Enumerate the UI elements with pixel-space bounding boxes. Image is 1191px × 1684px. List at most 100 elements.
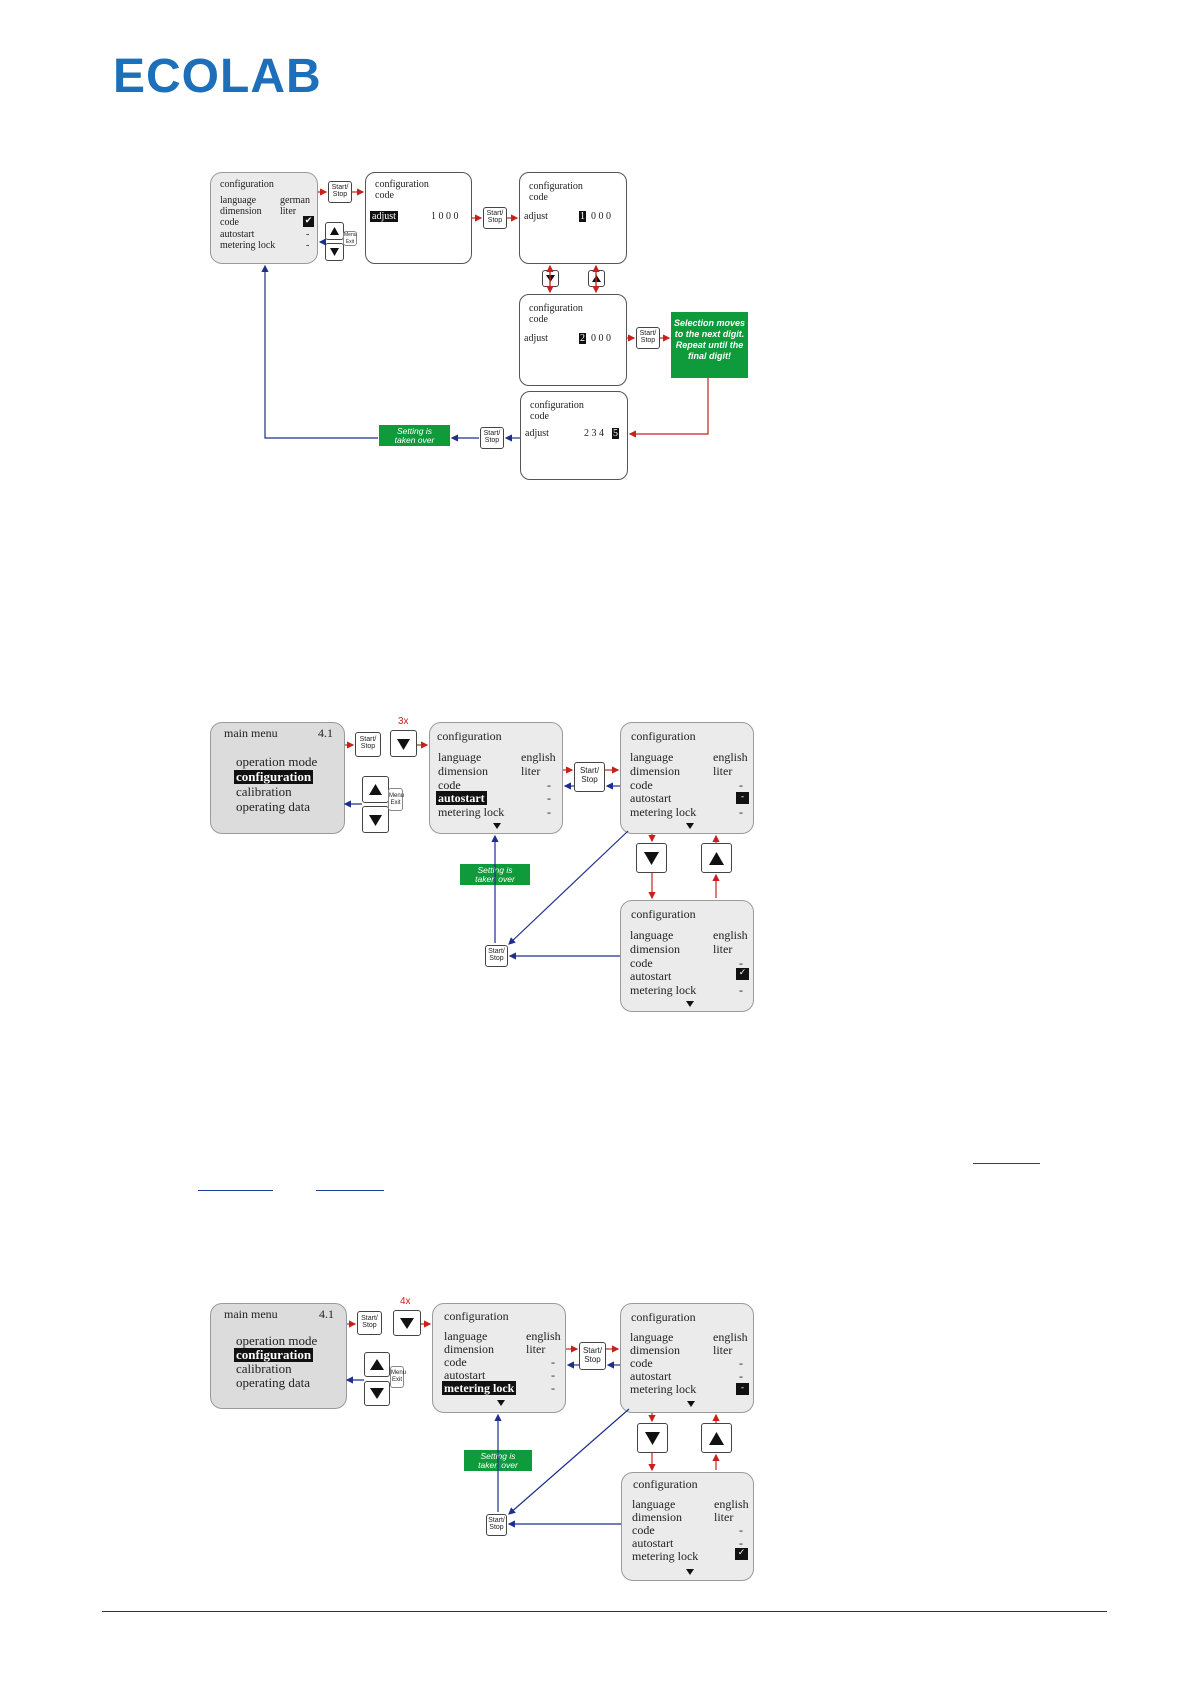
row-label: code	[632, 1523, 655, 1537]
up-arrow-button[interactable]	[325, 222, 344, 240]
row-label: metering lock	[438, 805, 505, 819]
up-arrow-button[interactable]	[364, 1352, 390, 1377]
up-arrow-icon	[709, 1432, 724, 1445]
down-arrow-button[interactable]	[325, 243, 344, 261]
menu-exit-button[interactable]: Menu Exit	[343, 231, 357, 246]
down-arrow-button[interactable]	[364, 1381, 390, 1406]
screen-title: configuration	[631, 907, 696, 921]
row-label: metering lock	[220, 240, 276, 251]
menu-item: calibration	[236, 784, 292, 799]
start-stop-button[interactable]: Start/ Stop	[579, 1342, 606, 1370]
adjust-label: adjust	[524, 333, 548, 344]
lcd-config-screen: configuration language german dimension …	[210, 172, 318, 264]
row-label: dimension	[630, 942, 680, 956]
menu-item: calibration	[236, 1361, 292, 1376]
row-label: autostart	[630, 791, 672, 805]
row-label: language	[438, 750, 482, 764]
menu-exit-button[interactable]: Menu Exit	[390, 1366, 406, 1388]
down-arrow-button[interactable]	[636, 843, 667, 873]
lcd-code-screen: configuration code adjust 2 3 4 5	[520, 391, 628, 480]
hyperlink-underline[interactable]	[316, 1190, 384, 1191]
start-stop-button[interactable]: Start/ Stop	[486, 1514, 507, 1536]
screen-title: configuration	[631, 1310, 696, 1324]
row-value: -	[547, 778, 551, 792]
row-value: -	[739, 778, 743, 792]
row-value: liter	[713, 942, 733, 956]
code-digits: 2 3 4	[584, 428, 604, 439]
screen-subtitle: code	[529, 314, 548, 325]
scroll-down-icon	[686, 1569, 694, 1575]
row-label: dimension	[444, 1342, 494, 1356]
start-stop-button[interactable]: Start/ Stop	[485, 945, 508, 967]
row-value: liter	[526, 1342, 546, 1356]
press-count-label: 3x	[398, 716, 409, 727]
row-value: -	[739, 1356, 743, 1370]
row-label-selected: autostart	[436, 791, 487, 805]
code-digits: 1 0 0 0	[431, 211, 459, 222]
row-label: autostart	[220, 229, 255, 240]
row-label-selected: metering lock	[442, 1381, 517, 1395]
screen-subtitle: code	[375, 190, 394, 201]
row-label: autostart	[630, 969, 672, 983]
row-label: language	[630, 928, 674, 942]
row-label: language	[220, 195, 257, 206]
check-mark-icon: ✓	[736, 968, 749, 980]
lcd-config-screen: configuration language english dimension…	[621, 1472, 754, 1581]
menu-exit-button[interactable]: Menu Exit	[388, 788, 404, 811]
up-arrow-button[interactable]	[701, 843, 732, 873]
check-mark-icon: ✔	[303, 216, 314, 227]
screen-title: configuration	[631, 729, 696, 743]
screen-title: main menu	[224, 726, 278, 740]
start-stop-button[interactable]: Start/ Stop	[636, 327, 660, 349]
row-label: metering lock	[632, 1549, 699, 1563]
ecolab-logo: ECOLAB	[113, 52, 343, 102]
row-value: english	[521, 750, 556, 764]
screen-title: configuration	[530, 400, 584, 411]
start-stop-button[interactable]: Start/ Stop	[483, 207, 507, 229]
scroll-down-icon	[687, 1401, 695, 1407]
selected-digit: 2	[579, 333, 586, 344]
row-value: -	[739, 805, 743, 819]
row-value: english	[526, 1329, 561, 1343]
row-label: dimension	[630, 1343, 680, 1357]
version-label: 4.1	[318, 726, 333, 740]
row-label: code	[630, 1356, 653, 1370]
row-value: english	[713, 1330, 748, 1344]
screen-title: configuration	[633, 1477, 698, 1491]
row-label: code	[220, 217, 239, 228]
start-stop-button[interactable]: Start/ Stop	[357, 1311, 382, 1335]
start-stop-button[interactable]: Start/ Stop	[480, 427, 504, 449]
row-value: -	[739, 1536, 743, 1550]
up-arrow-button[interactable]	[701, 1423, 732, 1453]
down-arrow-button[interactable]	[362, 806, 389, 833]
check-mark-icon: ✓	[735, 1548, 748, 1560]
row-value: -	[739, 956, 743, 970]
row-label: code	[444, 1355, 467, 1369]
start-stop-button[interactable]: Start/ Stop	[355, 732, 381, 757]
down-arrow-button[interactable]	[393, 1310, 421, 1336]
screen-title: main menu	[224, 1307, 278, 1321]
down-arrow-button[interactable]	[390, 730, 417, 757]
menu-item: operating data	[236, 1375, 310, 1390]
row-value: english	[713, 750, 748, 764]
start-stop-button[interactable]: Start/ Stop	[574, 762, 605, 792]
down-arrow-button[interactable]	[637, 1423, 668, 1453]
hyperlink-underline[interactable]	[973, 1163, 1040, 1164]
scroll-down-icon	[497, 1400, 505, 1406]
lcd-code-screen: configuration code adjust 1 0 0 0	[519, 172, 627, 264]
row-value: -	[547, 791, 551, 805]
menu-item: operation mode	[236, 1333, 318, 1348]
row-value: liter	[521, 764, 541, 778]
scroll-down-icon	[686, 1001, 694, 1007]
selected-digit: 1	[579, 211, 586, 222]
start-stop-button[interactable]: Start/ Stop	[328, 181, 352, 203]
down-arrow-icon	[370, 1388, 384, 1399]
lcd-config-screen: configuration language english dimension…	[429, 722, 563, 834]
hyperlink-underline[interactable]	[198, 1190, 273, 1191]
lcd-config-screen: configuration language english dimension…	[620, 1303, 754, 1413]
row-value: -	[306, 229, 310, 240]
version-label: 4.1	[319, 1307, 334, 1321]
row-value: liter	[280, 206, 297, 217]
up-arrow-icon	[330, 227, 339, 235]
